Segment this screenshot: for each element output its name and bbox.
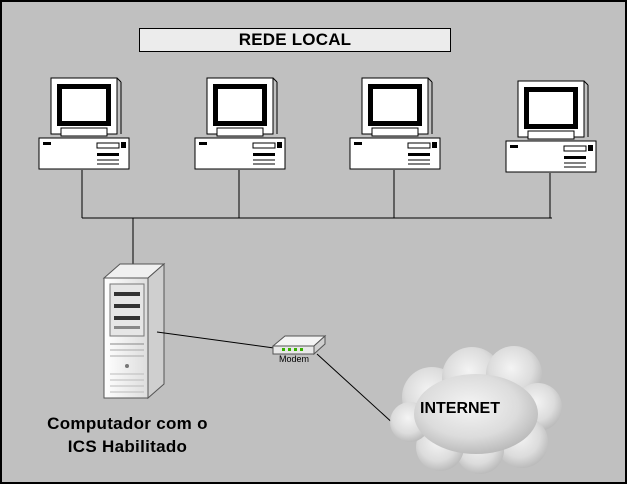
server-tower	[102, 262, 166, 400]
workstation-2	[194, 77, 286, 170]
modem-label: Modem	[278, 354, 309, 364]
modem	[271, 334, 327, 356]
internet-label: INTERNET	[420, 400, 500, 417]
workstation-1	[38, 77, 130, 170]
network-title: REDE LOCAL	[139, 28, 451, 52]
server-label-line-1: Computador com o	[47, 414, 208, 433]
lan-bus	[81, 170, 552, 268]
server-label-line-2: ICS Habilitado	[67, 437, 188, 456]
server-label: Computador com o ICS Habilitado	[20, 412, 235, 458]
workstation-4	[505, 80, 597, 173]
internet-cloud	[390, 346, 562, 474]
wan-links	[156, 331, 397, 427]
workstation-3	[349, 77, 441, 170]
